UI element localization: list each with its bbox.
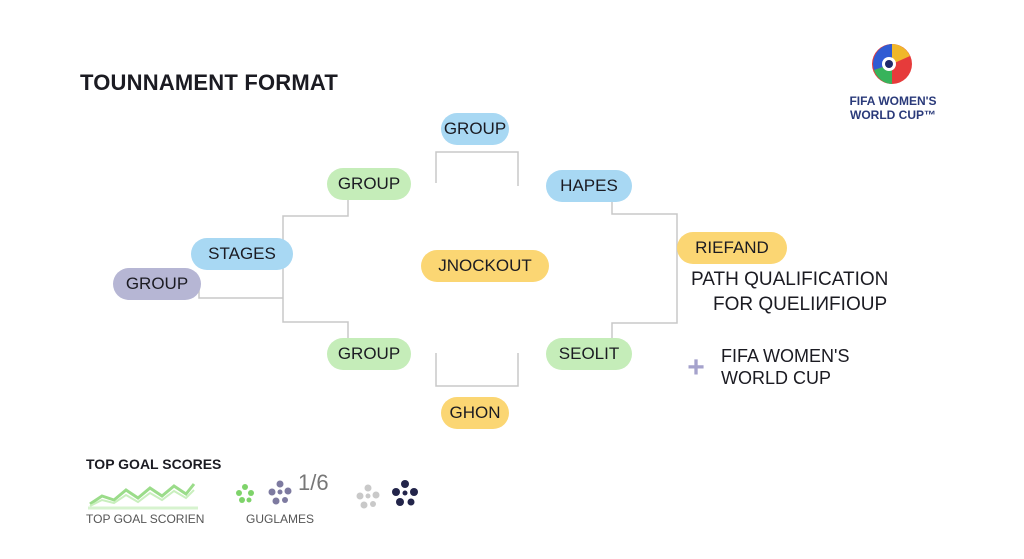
goal-trend-icon <box>88 483 198 510</box>
fifa-note-line-1: FIFA WOMEN'S <box>721 346 850 366</box>
node-group-far-left[interactable]: GROUP <box>113 268 201 300</box>
ratio-value: 1/6 <box>298 470 329 495</box>
connector-top <box>435 151 519 186</box>
logo-line-2: WORLD CUP™ <box>850 108 936 122</box>
node-jnockout[interactable]: JNOCKOUT <box>421 250 549 282</box>
node-group-lower-left[interactable]: GROUP <box>327 338 411 370</box>
green-ball-icon <box>232 480 258 506</box>
top-goal-caption: TOP GOAL SCORIEN <box>86 512 205 526</box>
games-caption: GUGLAMES <box>246 512 315 526</box>
top-goal-scores-title: TOP GOAL SCORES <box>86 456 222 472</box>
connector-right <box>611 200 678 340</box>
plus-icon: + <box>687 351 705 384</box>
logo-line-1: FIFA WOMEN'S <box>849 94 937 108</box>
grey-ball-icon <box>354 482 382 510</box>
node-ghon[interactable]: GHON <box>441 397 509 429</box>
node-seolit[interactable]: SEOLIT <box>546 338 632 370</box>
purple-ball-icon <box>266 478 294 506</box>
path-qualification-line-1: PATH QUALIFICATION <box>691 269 889 290</box>
connector-left <box>282 198 349 338</box>
connector-far-left <box>198 284 283 299</box>
node-group-top[interactable]: GROUP <box>441 113 509 145</box>
fifa-note-line-2: WORLD CUP <box>721 368 832 388</box>
node-hapes[interactable]: HAPES <box>546 170 632 202</box>
fifa-logo-icon <box>872 44 912 84</box>
node-riefand[interactable]: RIEFAND <box>677 232 787 264</box>
node-stages[interactable]: STAGES <box>191 238 293 270</box>
path-qualification-line-2: FOR QUELIИFIOUP <box>713 294 888 315</box>
fifa-womens-world-cup-logo: FIFA WOMEN'S WORLD CUP™ <box>838 42 948 132</box>
dark-ball-icon <box>390 478 420 508</box>
node-group-upper-left[interactable]: GROUP <box>327 168 411 200</box>
connector-bottom <box>435 353 519 387</box>
page-title: TOUNNAMENT FORMAT <box>80 70 339 95</box>
